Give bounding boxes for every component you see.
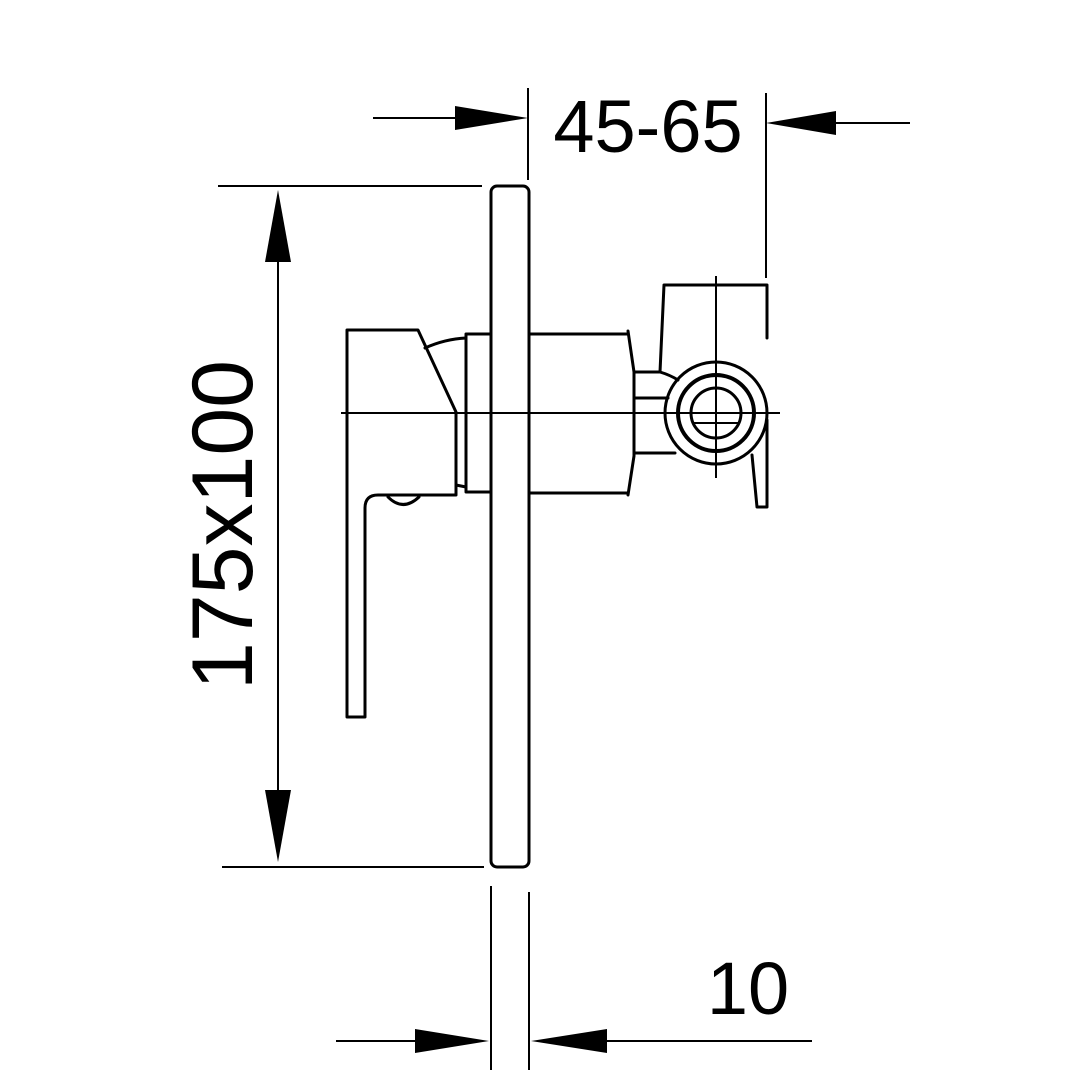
dimension-plate-size: 175x100 xyxy=(175,185,484,868)
arrow-right-icon xyxy=(415,1029,489,1053)
arrow-left-icon xyxy=(531,1029,607,1053)
dimension-top-depth: 45-65 xyxy=(373,85,910,278)
arrow-up-icon xyxy=(265,190,291,262)
arrow-down-icon xyxy=(265,790,291,862)
arrow-right-icon xyxy=(455,106,528,130)
dimension-label-bottom: 10 xyxy=(707,947,789,1030)
valve-body xyxy=(527,276,769,509)
dimension-label-top: 45-65 xyxy=(553,85,742,168)
dimension-label-left: 175x100 xyxy=(175,360,271,690)
cover-plate xyxy=(489,184,531,869)
lever-handle xyxy=(345,328,493,719)
dimension-plate-thickness: 10 xyxy=(336,886,812,1070)
arrow-left-icon xyxy=(766,111,836,135)
